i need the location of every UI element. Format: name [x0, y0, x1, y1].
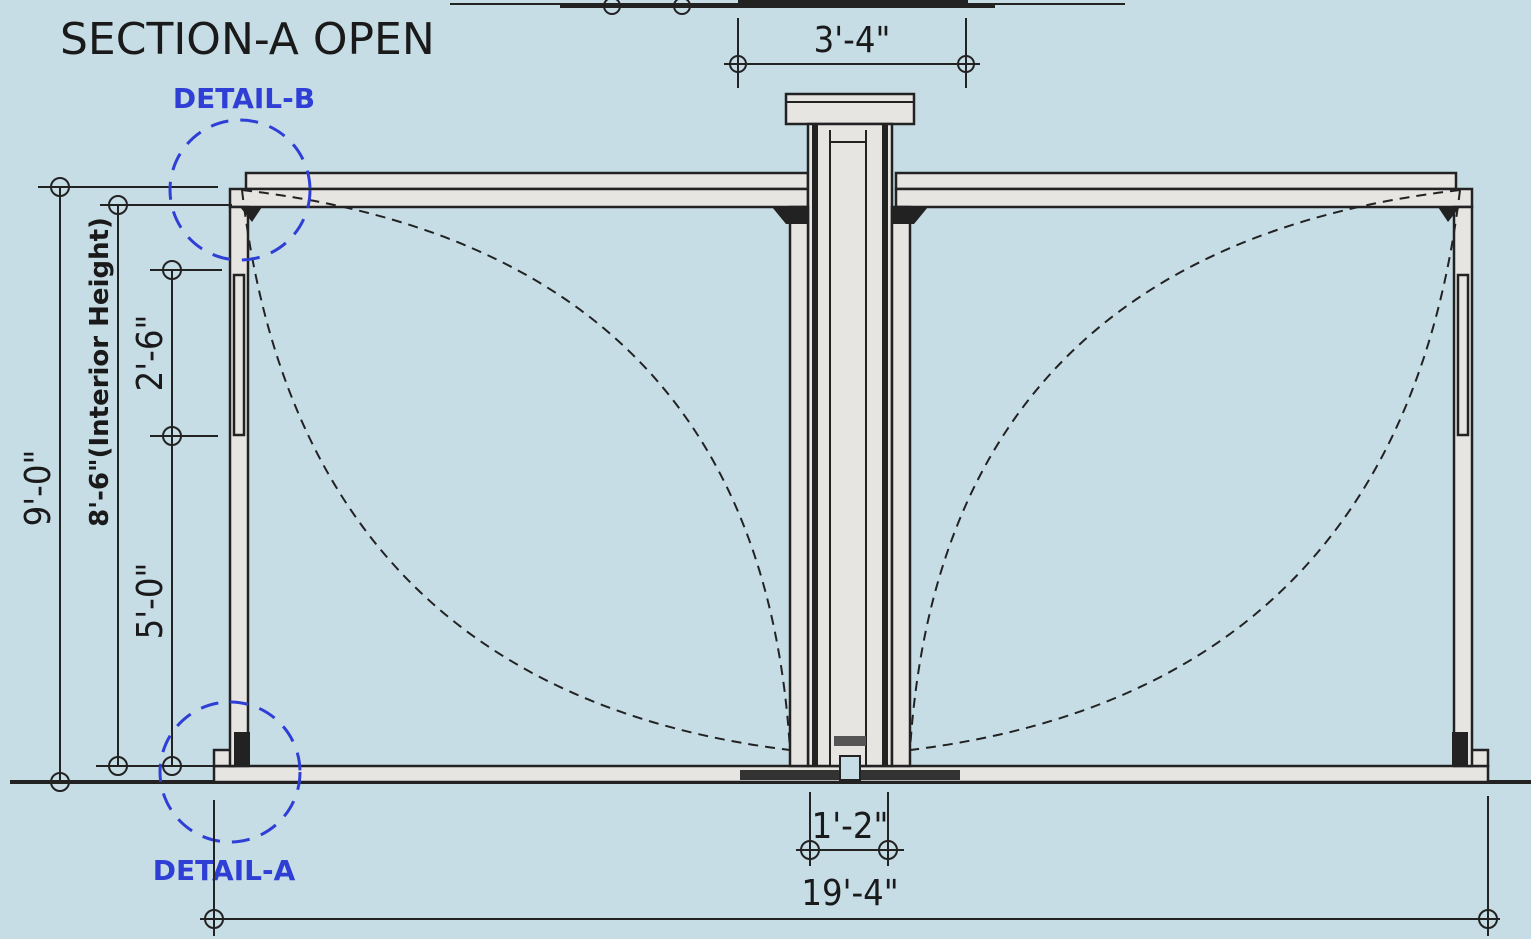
drawing-title: SECTION-A OPEN: [60, 14, 435, 65]
detail-b-label: DETAIL-B: [173, 82, 315, 115]
dimension-segments: 2'-6" 5'-0": [130, 260, 222, 776]
roof-plate-left: [244, 171, 810, 191]
dimension-label-lower-segment: 5'-0": [130, 563, 171, 640]
swing-arc-right-lower: [909, 189, 1461, 751]
roof-beam-right: [894, 187, 1474, 209]
detail-a-label: DETAIL-A: [153, 854, 296, 887]
dimension-interior-height: 8'-6"(Interior Height): [85, 195, 232, 776]
swing-arc-right-upper: [909, 189, 1461, 751]
roof-plate-right: [894, 171, 1458, 191]
dimension-label-upper-segment: 2'-6": [130, 315, 171, 392]
dimension-total-height: 9'-0": [18, 177, 218, 792]
dimension-label-interior-height: 8'-6"(Interior Height): [85, 217, 115, 527]
swing-arc-left-upper: [241, 189, 791, 751]
left-base-bracket: [234, 732, 250, 766]
detail-a-callout: [158, 700, 302, 844]
dimension-overall-width: 19'-4": [200, 796, 1500, 936]
dimension-label-top-width: 3'-4": [814, 20, 891, 61]
dimension-label-total-height: 9'-0": [18, 450, 59, 527]
dimension-label-overall-width: 19'-4": [801, 873, 898, 914]
right-window: [1456, 273, 1470, 437]
central-column: [740, 92, 960, 781]
upper-view-fragment: [450, 0, 1125, 15]
swing-arc-left-lower: [241, 189, 791, 751]
left-window: [232, 273, 246, 437]
dimension-top-width: 3'-4": [724, 18, 980, 88]
dimension-label-center-gap: 1'-2": [812, 806, 889, 847]
dimension-center-gap: 1'-2": [796, 792, 904, 866]
right-base-bracket: [1452, 732, 1468, 766]
detail-b-callout: [168, 118, 312, 262]
column-cap: [784, 92, 916, 126]
roof-beam-left: [228, 187, 810, 209]
